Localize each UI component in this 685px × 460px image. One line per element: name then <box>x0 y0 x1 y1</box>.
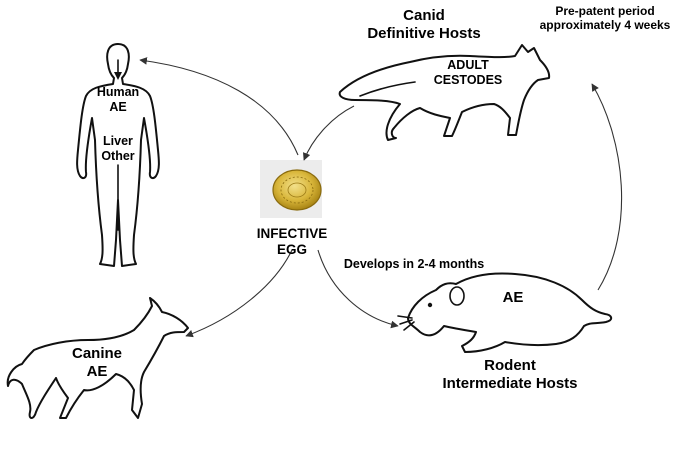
rodent-ae-label: AE <box>502 289 524 306</box>
fox-silhouette <box>338 44 551 141</box>
develops-label: Develops in 2-4 months <box>343 257 485 271</box>
liver-other-label: Liver Other <box>101 134 135 163</box>
arrow-egg-to-rodent <box>317 249 399 329</box>
arrow-egg-to-canine <box>185 249 293 338</box>
pre-patent-label: Pre-patent period approximately 4 weeks <box>539 4 671 33</box>
canid-label: Canid Definitive Hosts <box>367 7 481 42</box>
human-silhouette <box>76 43 160 267</box>
rodent-silhouette <box>397 272 613 353</box>
dog-silhouette <box>6 297 189 419</box>
arrow-fox-to-egg <box>303 105 355 161</box>
rodent-label: Rodent Intermediate Hosts <box>442 357 578 392</box>
egg-photo <box>260 160 322 218</box>
adult-cestodes-label: ADULT CESTODES <box>433 58 503 87</box>
arrow-egg-to-human <box>139 57 299 156</box>
canine-ae-label: Canine AE <box>71 345 122 380</box>
infective-egg-label: INFECTIVE EGG <box>256 226 328 257</box>
arrow-rodent-to-fox <box>591 83 623 291</box>
human-ae-label: Human AE <box>96 85 140 114</box>
cycle-arrows <box>139 57 623 338</box>
